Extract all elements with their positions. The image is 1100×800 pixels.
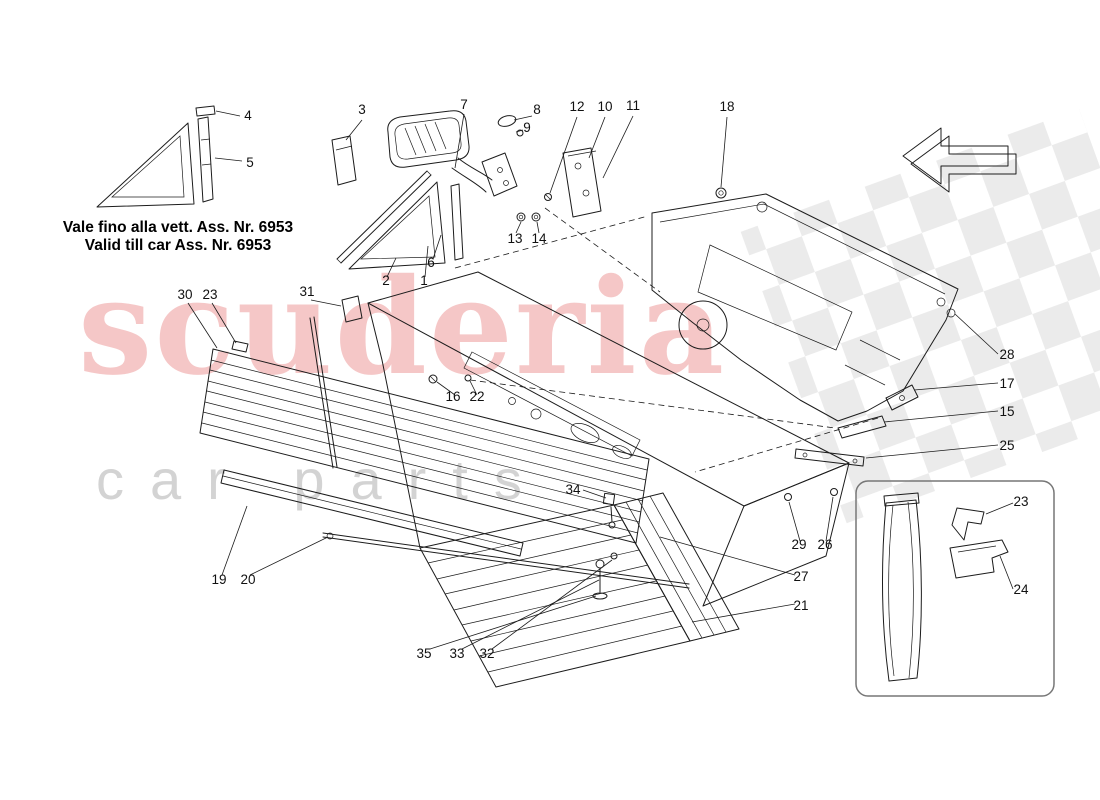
window-frame-drawing [336, 170, 464, 278]
inner-frame-panel-drawing [651, 193, 959, 501]
callout-11: 11 [626, 98, 640, 113]
callout-17: 17 [999, 376, 1014, 391]
assembly-dashed-lines [454, 207, 879, 473]
callout-13: 13 [507, 231, 522, 246]
callout-35: 35 [416, 646, 431, 661]
callout-16: 16 [445, 389, 460, 404]
callout-2: 2 [382, 273, 390, 288]
callout-28: 28 [999, 347, 1014, 362]
callout-10: 10 [597, 99, 612, 114]
callout-14: 14 [531, 231, 547, 246]
callout-4: 4 [244, 108, 252, 123]
direction-arrow-icon [902, 127, 1017, 193]
inset-detail-box [855, 480, 1055, 697]
quarter-window-drawing [96, 105, 243, 208]
callout-20: 20 [240, 572, 255, 587]
callout-9: 9 [523, 120, 531, 135]
checker-watermark [740, 108, 1100, 524]
callout-3: 3 [358, 102, 366, 117]
callout-32: 32 [479, 646, 494, 661]
callout-19: 19 [211, 572, 226, 587]
callout-8: 8 [533, 102, 541, 117]
callout-1: 1 [420, 273, 428, 288]
note-line-1: Vale fino alla vett. Ass. Nr. 6953 [63, 219, 294, 236]
callout-12: 12 [569, 99, 584, 114]
note-line-2: Valid till car Ass. Nr. 6953 [85, 237, 272, 254]
outer-skin-drawing [187, 295, 690, 589]
callout-5: 5 [246, 155, 254, 170]
validity-note: Vale fino alla vett. Ass. Nr. 6953 Valid… [63, 219, 294, 254]
callout-31: 31 [299, 284, 314, 299]
mirror-assembly-drawing [387, 110, 533, 197]
callout-22: 22 [469, 389, 484, 404]
bracket-fasteners-drawing [515, 115, 634, 234]
callout-27: 27 [793, 569, 808, 584]
callout-18: 18 [719, 99, 734, 114]
right-leaders [788, 313, 999, 542]
pad-part-drawing [331, 119, 363, 186]
callout-34: 34 [565, 482, 581, 497]
callout-7: 7 [460, 97, 468, 112]
callout-21: 21 [793, 598, 808, 613]
sill-louver-drawing [419, 492, 796, 688]
callout-6: 6 [427, 255, 435, 270]
bolt-drawing [715, 116, 728, 199]
callout-30: 30 [177, 287, 192, 302]
callout-26: 26 [817, 537, 832, 552]
callout-15: 15 [999, 404, 1014, 419]
callout-23: 23 [1013, 494, 1028, 509]
callout-25: 25 [999, 438, 1014, 453]
callout-23: 23 [202, 287, 217, 302]
callout-29: 29 [791, 537, 806, 552]
callout-33: 33 [449, 646, 464, 661]
callout-24: 24 [1013, 582, 1029, 597]
